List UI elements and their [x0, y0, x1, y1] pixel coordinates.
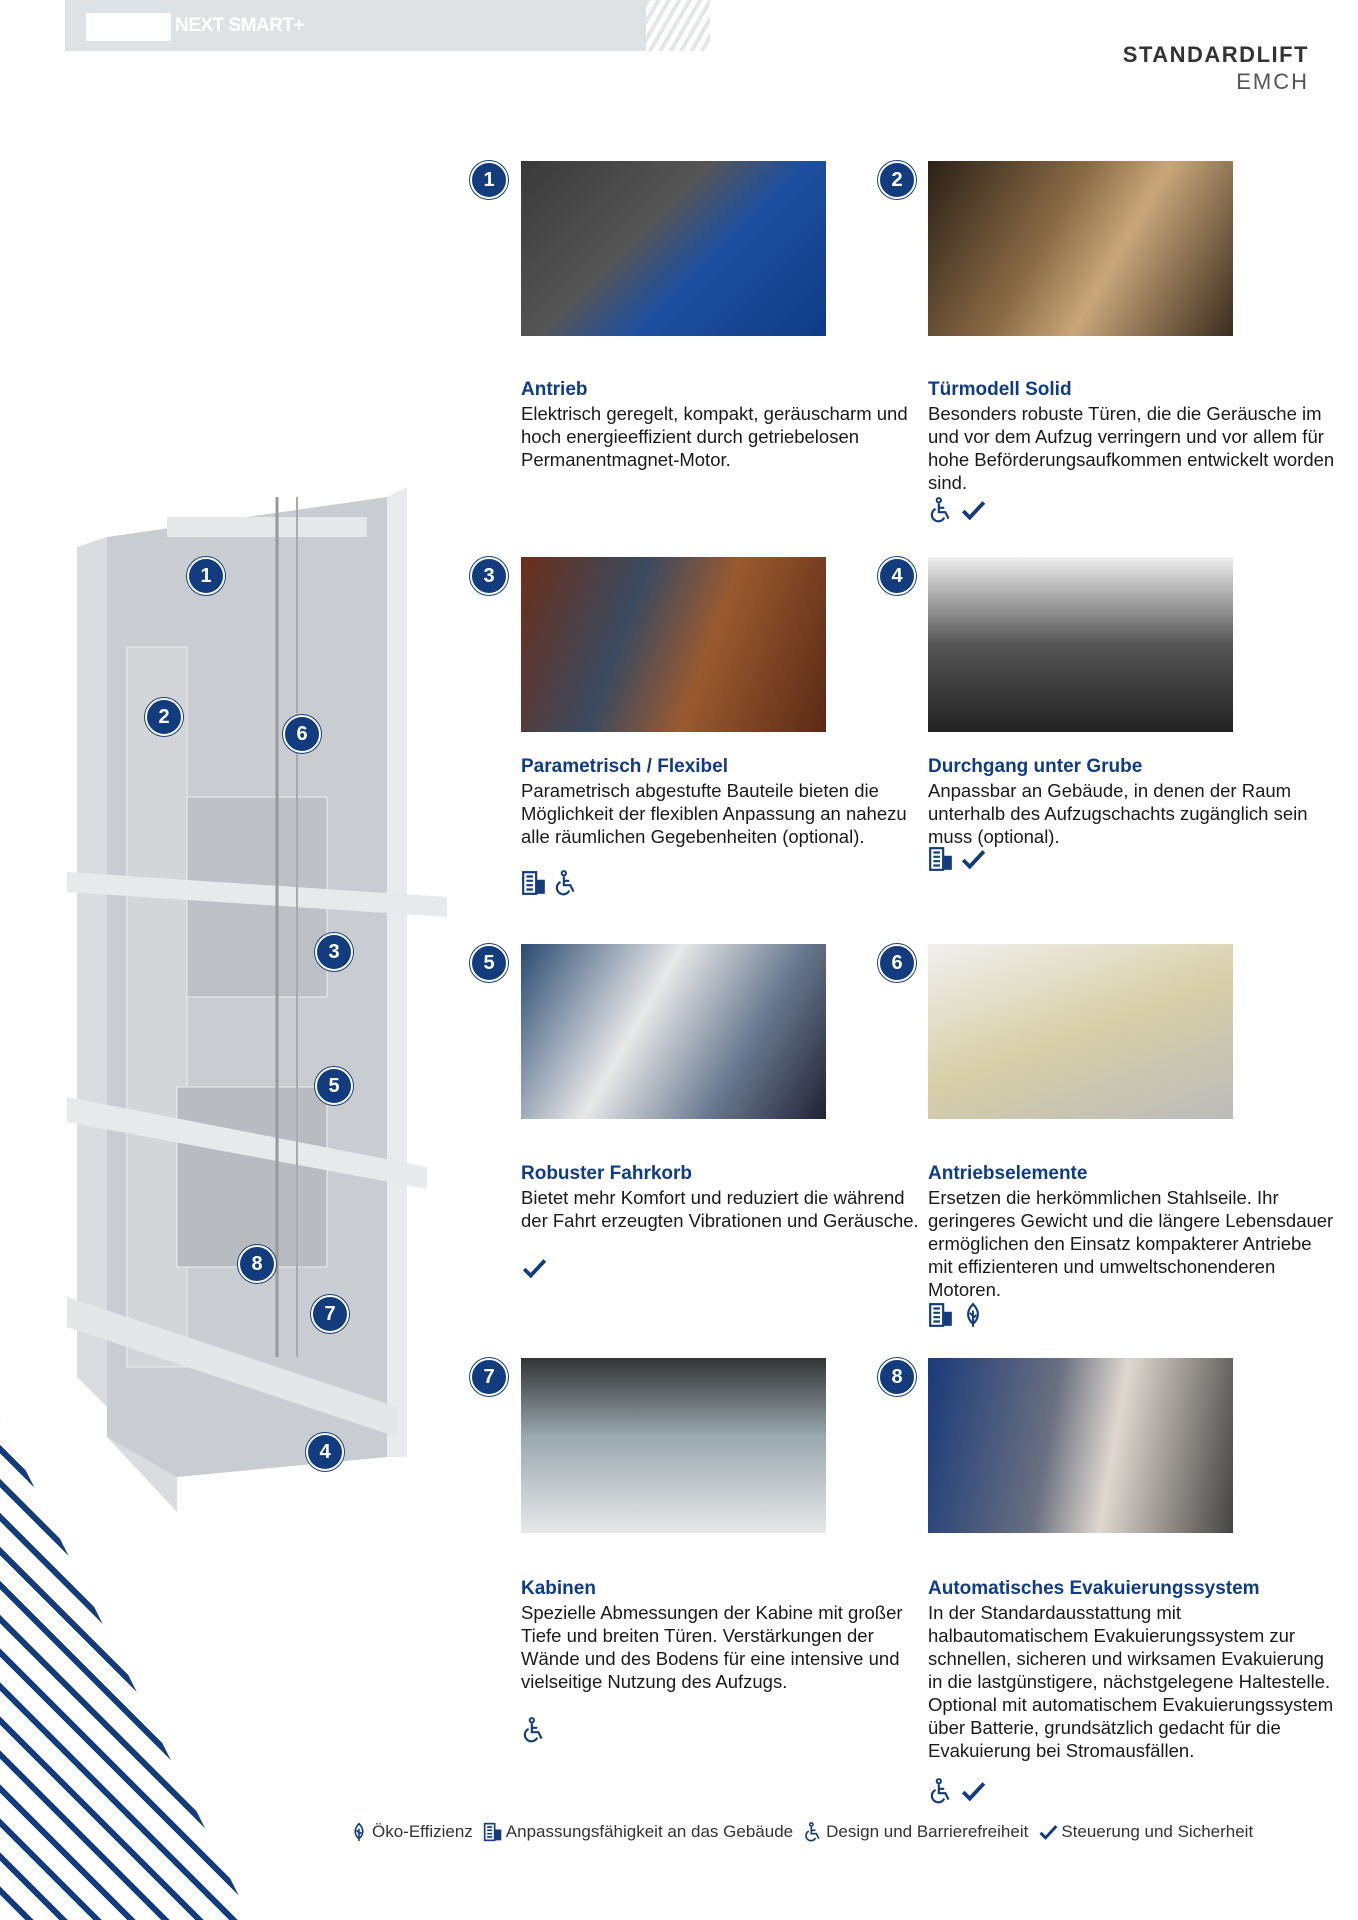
check-icon [960, 497, 986, 523]
illustration-marker-5: 5 [315, 1067, 353, 1105]
check-icon [521, 1255, 547, 1281]
header-bar: NEXT SMART+ [65, 0, 646, 51]
header-logo-box [86, 13, 171, 41]
wheelchair-icon [928, 1778, 954, 1804]
leaf-icon [960, 1302, 986, 1328]
leaf-icon [349, 1822, 369, 1842]
feature-icons [928, 1778, 986, 1804]
illustration-marker-1: 1 [187, 557, 225, 595]
product-name: NEXT SMART+ [175, 15, 305, 36]
feature-description: Anpassbar an Gebäude, in denen der Raum … [928, 780, 1308, 847]
feature-description: Elektrisch geregelt, kompakt, geräuschar… [521, 403, 908, 470]
illustration-marker-3: 3 [315, 933, 353, 971]
feature-title: Durchgang unter Grube [928, 756, 1143, 777]
illustration-marker-2: 2 [145, 698, 183, 736]
feature-icons [521, 1255, 547, 1281]
feature-description: Spezielle Abmessungen der Kabine mit gro… [521, 1602, 903, 1692]
brand-logo: STANDARDLIFT EMCH [1123, 42, 1309, 95]
brand-line1: STANDARDLIFT [1122, 42, 1309, 67]
feature-number: 8 [878, 1358, 916, 1396]
feature-photo [521, 557, 826, 732]
feature-description: Besonders robuste Türen, die die Geräusc… [928, 403, 1335, 493]
feature-number: 6 [878, 944, 916, 982]
feature-number: 7 [470, 1358, 508, 1396]
feature-title: Parametrisch / Flexibel [521, 756, 728, 777]
wheelchair-icon [803, 1822, 823, 1842]
legend-item: Design und Barrierefreiheit [803, 1822, 1028, 1842]
building-icon [928, 1302, 954, 1328]
wheelchair-icon [521, 1717, 547, 1743]
elevator-shaft-illustration [67, 487, 447, 1512]
feature-photo [521, 1358, 826, 1533]
legend-item: Steuerung und Sicherheit [1038, 1822, 1253, 1842]
feature-photo [928, 1358, 1233, 1533]
legend-label: Steuerung und Sicherheit [1061, 1822, 1254, 1841]
feature-description: In der Standardausstattung mit halbautom… [928, 1602, 1334, 1761]
feature-icons [521, 870, 579, 896]
check-icon [960, 1778, 986, 1804]
illustration-marker-6: 6 [283, 715, 321, 753]
check-icon [1038, 1822, 1058, 1842]
feature-description: Parametrisch abgestufte Bauteile bieten … [521, 780, 907, 847]
building-icon [928, 846, 954, 872]
building-icon [521, 870, 547, 896]
illustration-marker-7: 7 [311, 1295, 349, 1333]
feature-title: Automatisches Evakuierungssystem [928, 1578, 1260, 1599]
feature-number: 4 [878, 557, 916, 595]
legend-item: Öko-Effizienz [349, 1822, 473, 1842]
building-icon [483, 1822, 503, 1842]
feature-photo [521, 161, 826, 336]
legend-label: Öko-Effizienz [372, 1822, 473, 1841]
feature-number: 3 [470, 557, 508, 595]
feature-photo [521, 944, 826, 1119]
feature-title: Türmodell Solid [928, 379, 1072, 400]
brand-line2: EMCH [1236, 69, 1309, 94]
feature-number: 5 [470, 944, 508, 982]
legend-label: Anpassungsfähigkeit an das Gebäude [505, 1822, 794, 1841]
feature-photo [928, 161, 1233, 336]
legend-item: Anpassungsfähigkeit an das Gebäude [483, 1822, 793, 1842]
feature-icons [521, 1717, 547, 1743]
feature-number: 2 [878, 161, 916, 199]
legend-label: Design und Barrierefreiheit [826, 1822, 1029, 1841]
feature-description: Ersetzen die herkömmlichen Stahlseile. I… [928, 1187, 1334, 1300]
legend: Öko-Effizienz Anpassungsfähigkeit an das … [349, 1822, 1253, 1842]
check-icon [960, 846, 986, 872]
feature-photo [928, 944, 1233, 1119]
feature-icons [928, 1302, 986, 1328]
wheelchair-icon [928, 497, 954, 523]
feature-photo [928, 557, 1233, 732]
feature-number: 1 [470, 161, 508, 199]
wheelchair-icon [553, 870, 579, 896]
feature-icons [928, 846, 986, 872]
illustration-marker-8: 8 [238, 1245, 276, 1283]
feature-description: Bietet mehr Komfort und reduziert die wä… [521, 1187, 919, 1231]
feature-title: Kabinen [521, 1578, 596, 1599]
illustration-marker-4: 4 [306, 1433, 344, 1471]
feature-title: Antriebselemente [928, 1163, 1088, 1184]
feature-icons [928, 497, 986, 523]
feature-title: Robuster Fahrkorb [521, 1163, 693, 1184]
header-stripes [646, 0, 710, 51]
feature-title: Antrieb [521, 379, 588, 400]
